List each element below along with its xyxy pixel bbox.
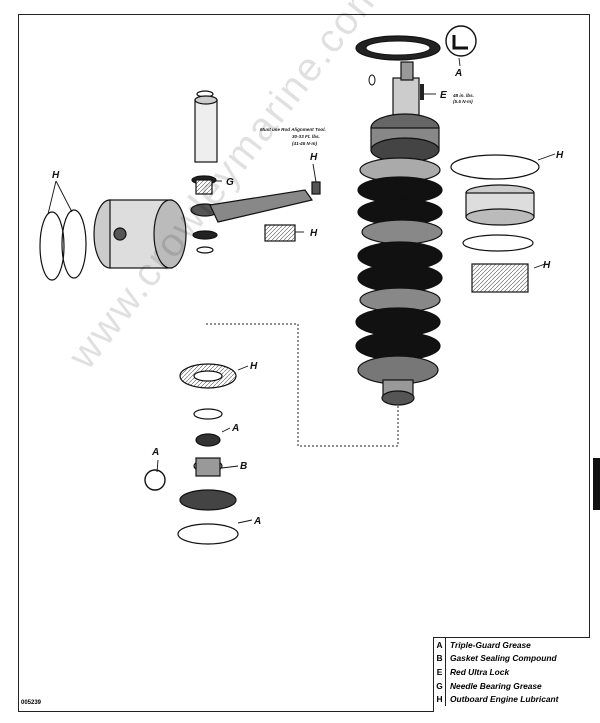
legend-row-e: E Red Ultra Lock xyxy=(434,665,590,679)
seal-magnified-callout xyxy=(445,25,477,57)
woodruff-key xyxy=(368,74,376,86)
legend-label: Outboard Engine Lubricant xyxy=(450,694,559,705)
lower-bearing-stack xyxy=(144,363,239,545)
callout-a-retainer: A xyxy=(231,423,239,434)
callout-h-rings: H xyxy=(52,170,60,181)
section-tab xyxy=(593,458,600,510)
callout-h-right-bearing: H xyxy=(543,260,551,271)
legend-key: B xyxy=(434,651,446,666)
torque-e-line2: (5.5 N·m) xyxy=(453,99,473,104)
figure-id: 005239 xyxy=(21,700,42,706)
screw-e xyxy=(420,84,424,100)
connecting-rod-set xyxy=(190,90,321,254)
legend-key: A xyxy=(434,638,446,652)
callout-a-magnified: A xyxy=(151,447,159,458)
legend-key: G xyxy=(434,678,446,693)
legend-label: Red Ultra Lock xyxy=(450,666,510,677)
callout-h-rod-bolt: H xyxy=(310,152,318,163)
leader-lines xyxy=(47,57,556,524)
callout-h-lower-bearing: H xyxy=(250,361,258,372)
callout-h-rod-cage: H xyxy=(310,228,318,239)
legend-label: Needle Bearing Grease xyxy=(450,680,542,691)
torque-e-line1: 48 in. lbs. xyxy=(452,93,474,98)
callout-a-seal: A xyxy=(454,68,462,79)
callout-g: G xyxy=(226,177,234,188)
lubricant-legend: A Triple-Guard Grease B Gasket Sealing C… xyxy=(433,637,590,712)
crankshaft xyxy=(355,61,443,406)
legend-key: E xyxy=(434,665,446,679)
callout-h-right-ring: H xyxy=(556,150,564,161)
torque-rod-line2: 30-33 Ft. lbs. xyxy=(292,134,320,139)
torque-rod-line1: Must use Rod Alignment Tool. xyxy=(260,127,326,132)
legend-row-b: B Gasket Sealing Compound xyxy=(434,651,590,666)
diagram-frame xyxy=(18,14,590,712)
routing-line xyxy=(206,323,399,447)
legend-row-a: A Triple-Guard Grease xyxy=(434,638,590,652)
legend-row-h: H Outboard Engine Lubricant xyxy=(434,692,590,706)
piston-assembly xyxy=(39,199,187,281)
right-bearing-group xyxy=(450,154,540,293)
callout-b: B xyxy=(240,461,247,472)
callout-e: E xyxy=(440,90,447,101)
legend-label: Gasket Sealing Compound xyxy=(450,653,557,664)
crank-top-seal xyxy=(355,35,441,61)
legend-label: Triple-Guard Grease xyxy=(450,639,531,650)
callout-a-oring: A xyxy=(253,516,261,527)
legend-key: H xyxy=(434,692,446,706)
legend-row-g: G Needle Bearing Grease xyxy=(434,678,590,693)
torque-rod-line3: (41-45 N·m) xyxy=(292,141,317,146)
